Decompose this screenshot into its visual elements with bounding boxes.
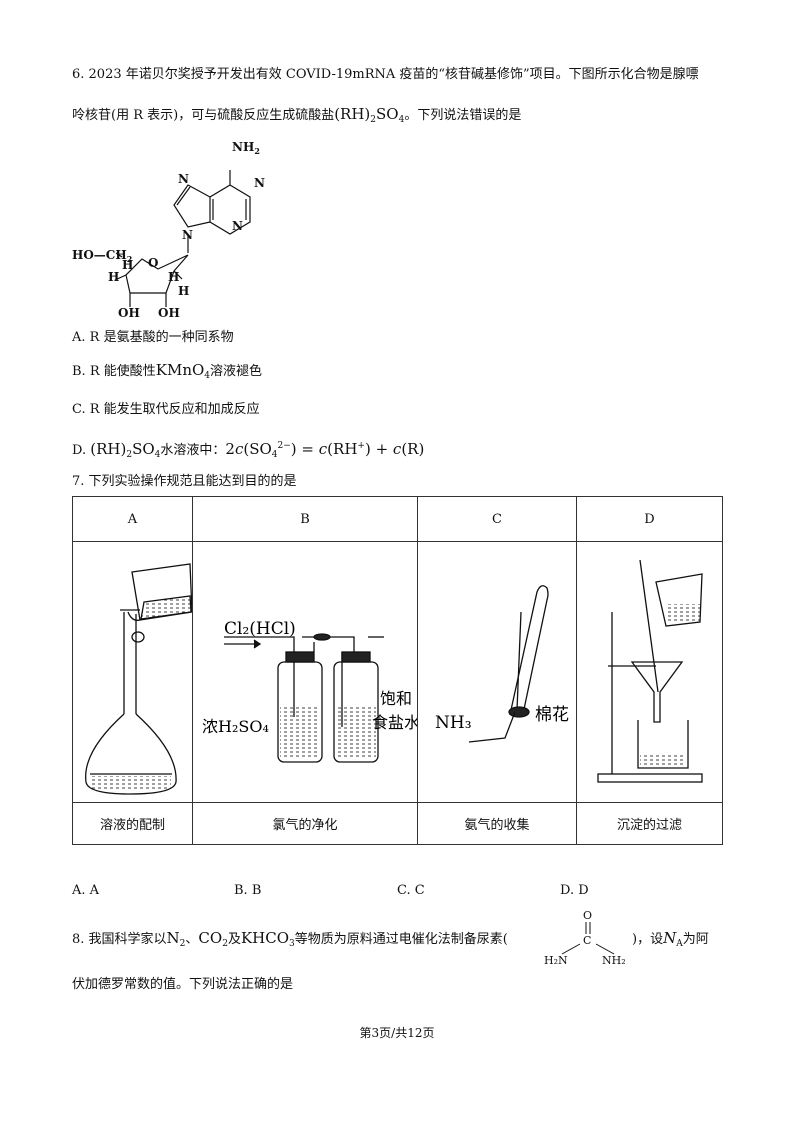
n-label-4: N	[182, 228, 193, 242]
h-label-2: H	[122, 258, 133, 272]
caption-c: 氨气的收集	[417, 802, 577, 845]
oh-label-1: OH	[118, 306, 140, 320]
q8-line1-prefix: 8. 我国科学家以	[72, 932, 167, 947]
header-c: C	[417, 496, 577, 542]
sulfate-formula: (RH)2SO4	[334, 105, 405, 125]
header-a: A	[72, 496, 193, 542]
experiment-table: A B C D	[72, 496, 723, 845]
urea-right: NH₂	[602, 954, 626, 966]
q8-line1-tail: )，设NA为阿	[632, 928, 709, 954]
caption-d: 沉淀的过滤	[576, 802, 723, 845]
q8-line2: 伏加德罗常数的值。下列说法正确的是	[72, 977, 294, 992]
cell-c: NH₃ 棉花	[417, 541, 577, 803]
q8-line1-end: 为阿	[682, 932, 709, 947]
q7-choice-c: C. C	[397, 883, 425, 898]
gas-washing-diagram: Cl₂(HCl) 浓H₂SO₄ 饱和 食盐水	[202, 619, 420, 763]
filtration-diagram	[596, 559, 703, 783]
page-footer: 第3页/共12页	[359, 1026, 435, 1040]
saturated-label-1: 饱和	[380, 689, 412, 708]
header-b: B	[192, 496, 418, 542]
urea-left: H₂N	[544, 954, 568, 966]
cell-b: Cl₂(HCl) 浓H₂SO₄ 饱和 食盐水	[192, 541, 420, 803]
urea-o: O	[583, 909, 592, 922]
conc-h2so4-label: 浓H₂SO₄	[202, 717, 269, 736]
n2-formula: N2	[166, 929, 186, 949]
kmno4-formula: KMnO4	[155, 361, 211, 381]
q6-option-c: C. R 能发生取代反应和加成反应	[72, 402, 260, 417]
header-d: D	[576, 496, 723, 542]
ammonia-collection-diagram: NH₃ 棉花	[435, 585, 569, 743]
cell-a	[72, 541, 193, 803]
urea-structure: O C H₂N NH₂	[544, 909, 626, 966]
saturated-label-2: 食盐水	[372, 713, 417, 732]
nh3-label: NH₃	[435, 713, 472, 733]
cotton-label: 棉花	[535, 705, 569, 725]
o-label: O	[148, 256, 158, 270]
urea-c: C	[583, 934, 591, 947]
n-label-1: N	[178, 172, 189, 186]
q6-option-b: B. R 能使酸性KMnO4溶液褪色	[72, 360, 262, 386]
q6-line1: 6. 2023 年诺贝尔奖授予开发出有效 COVID-19mRNA 疫苗的“核苷…	[72, 67, 699, 82]
q6-option-a: A. R 是氨基酸的一种同系物	[72, 330, 234, 345]
q8-line1-mid: 等物质为原料通过电催化法制备尿素(	[294, 932, 508, 947]
khco3-formula: KHCO3	[240, 929, 295, 949]
h-label-3: H	[168, 270, 179, 284]
q7-stem: 7. 下列实验操作规范且能达到目的的是	[72, 474, 297, 489]
q6-option-b-prefix: B. R 能使酸性	[72, 364, 156, 379]
d-sulfate-formula: (RH)2SO4	[90, 440, 161, 460]
q6-line2-suffix: 。下列说法错误的是	[404, 108, 522, 123]
h-label-4: H	[178, 284, 189, 298]
ho-label: HO—CH2	[72, 248, 132, 264]
q7-choice-b: B. B	[234, 883, 262, 898]
oh-label-2: OH	[158, 306, 180, 320]
n-label-2: N	[254, 176, 265, 190]
d-equation: 2c(SO42−) = c(RH+) + c(R)	[225, 440, 425, 460]
volumetric-flask-diagram	[84, 563, 193, 795]
cl2-hcl-label: Cl₂(HCl)	[224, 619, 296, 639]
cell-d	[576, 541, 723, 803]
adenosine-structure: NH2 N N N N O HO—CH2 H H H H OH OH	[72, 140, 265, 320]
n-label-3: N	[232, 219, 243, 233]
q6-option-b-suffix: 溶液褪色	[210, 364, 263, 379]
co2-formula: CO2	[198, 929, 228, 949]
q6-option-d: D. (RH)2SO4水溶液中：2c(SO42−) = c(RH+) + c(R…	[72, 436, 424, 465]
q6-option-d-mid: 水溶液中：	[160, 443, 226, 458]
q8-line1-suffix: )，设	[632, 932, 664, 947]
h-label-1: H	[108, 270, 119, 284]
caption-b: 氯气的净化	[192, 802, 418, 845]
q8-line1: 8. 我国科学家以N2、CO2及KHCO3等物质为原料通过电催化法制备尿素(	[72, 929, 508, 949]
q6-line2-prefix: 呤核苷(用 R 表示)，可与硫酸反应生成硫酸盐	[72, 108, 335, 123]
na-symbol: NA	[663, 929, 683, 949]
nh2-label: NH2	[232, 140, 260, 156]
q6-option-d-prefix: D.	[72, 443, 87, 458]
q7-choice-d: D. D	[560, 883, 589, 898]
caption-a: 溶液的配制	[72, 802, 193, 845]
q6-line2: 呤核苷(用 R 表示)，可与硫酸反应生成硫酸盐(RH)2SO4。下列说法错误的是	[72, 104, 521, 130]
q7-choice-a: A. A	[72, 883, 100, 898]
